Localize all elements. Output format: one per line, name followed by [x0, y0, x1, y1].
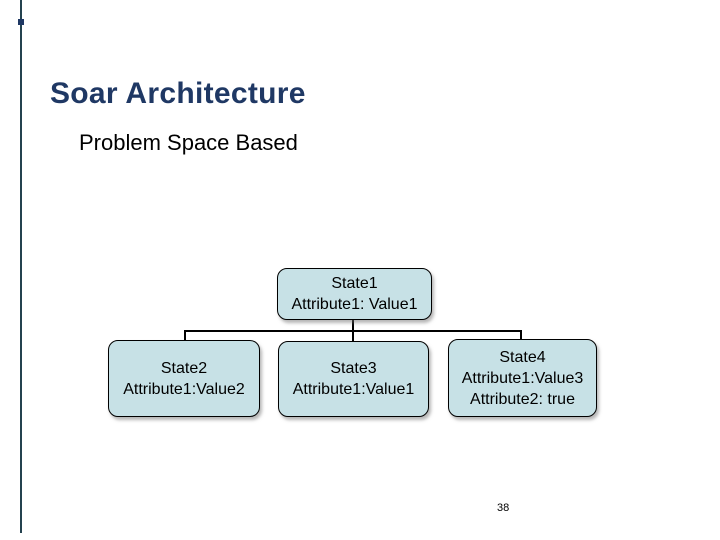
slide-subtitle: Problem Space Based: [79, 130, 298, 155]
connector-stub-left: [184, 330, 186, 341]
node-state3: State3 Attribute1:Value1: [278, 341, 429, 417]
node-state1: State1 Attribute1: Value1: [277, 268, 432, 320]
connector-stub-right: [520, 330, 522, 341]
node-state1-name: State1: [331, 275, 378, 292]
node-state1-attribute: Attribute1: Value1: [291, 296, 418, 313]
left-rule-line: [20, 0, 22, 533]
node-state4-name: State4: [499, 348, 546, 366]
node-state4-attribute2: Attribute2: true: [470, 390, 575, 408]
node-state2: State2 Attribute1:Value2: [108, 340, 260, 417]
node-state4-attribute1: Attribute1:Value3: [461, 369, 584, 387]
node-state2-attribute: Attribute1:Value2: [123, 380, 245, 398]
accent-dot: [18, 19, 24, 25]
page-number: 38: [497, 502, 510, 514]
node-state2-name: State2: [160, 359, 208, 377]
node-state3-attribute: Attribute1:Value1: [292, 381, 415, 398]
connector-stub-middle: [352, 320, 354, 342]
slide-title: Soar Architecture: [50, 77, 306, 110]
node-state3-name: State3: [330, 360, 377, 377]
node-state4: State4 Attribute1:Value3 Attribute2: tru…: [448, 339, 597, 417]
